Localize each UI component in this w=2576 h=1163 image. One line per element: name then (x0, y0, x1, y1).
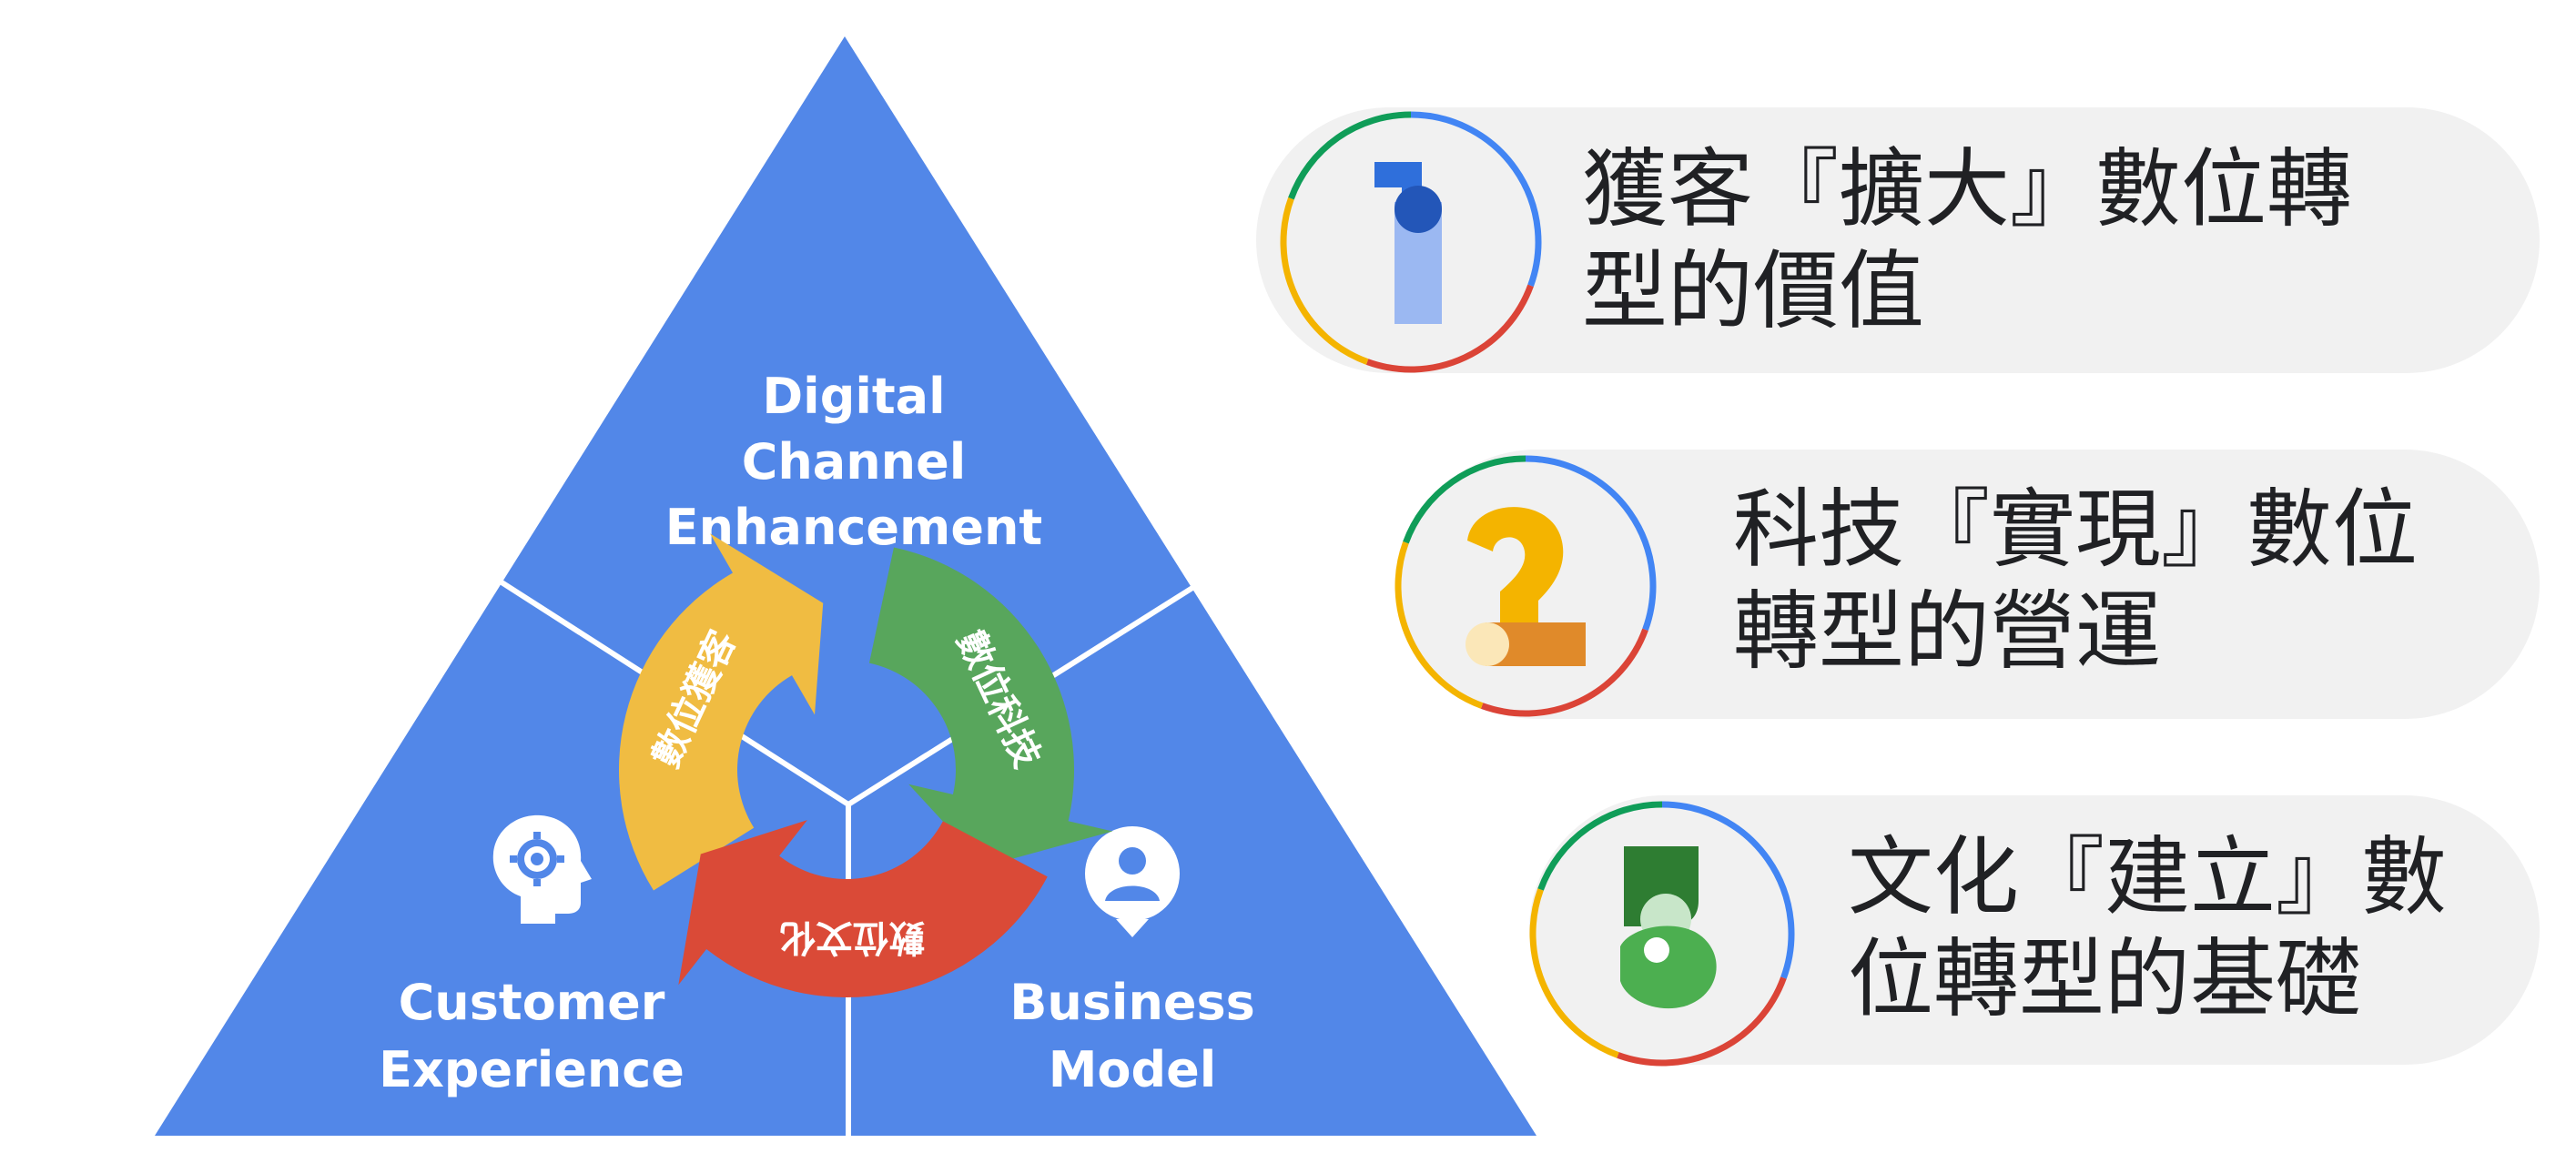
arrow-digital-technology (868, 547, 1113, 867)
pillar-3-background (1529, 795, 2540, 1065)
digital-channel-label: Digital Channel Enhancement (665, 368, 1042, 556)
cycle-arrows: 數位獲客數位科技數位文化 (619, 533, 1113, 997)
ring-segment (1617, 976, 1787, 1067)
top-label-line-2: Channel (742, 433, 967, 490)
right-label-line-2: Model (1049, 1041, 1217, 1098)
ring-segment (1537, 801, 1663, 891)
number-two-icon (1465, 507, 1586, 666)
left-label-line-2: Experience (379, 1041, 685, 1098)
ring-segment (1280, 197, 1369, 365)
top-label-line-1: Digital (762, 368, 945, 425)
pillar-3: 文化『建立』數 位轉型的基礎 (1529, 795, 2540, 1067)
ring-segment (1410, 111, 1542, 288)
pillar-2-line-1: 科技『實現』數位 (1733, 480, 2418, 580)
number-three-icon (1620, 846, 1717, 1009)
ring-segment (1525, 455, 1657, 632)
ring-segment (1403, 455, 1526, 544)
pillar-1-line-2: 型的價值 (1582, 242, 1924, 341)
pillar-2: 科技『實現』數位 轉型的營運 (1394, 450, 2540, 719)
user-pin-icon (1085, 826, 1180, 937)
arrow-label-culture: 數位文化 (779, 916, 925, 958)
pillar-1-background (1256, 107, 2540, 373)
ring-segment (1529, 888, 1619, 1058)
pillar-2-background (1402, 450, 2540, 719)
number-one-icon (1374, 162, 1442, 324)
arrow-digital-acquisition (619, 533, 824, 891)
pillar-1-line-1: 獲客『擴大』數位轉 (1582, 140, 2352, 239)
pillar-3-line-2: 位轉型的基礎 (1848, 930, 2361, 1029)
pillar-3-line-1: 文化『建立』數 (1848, 828, 2447, 927)
pillar-2-line-2: 轉型的營運 (1733, 582, 2161, 682)
left-label-line-1: Customer (399, 974, 665, 1031)
ring-segment (1288, 111, 1412, 200)
customer-experience-section: Customer Experience (379, 814, 685, 1098)
ring-segment (1365, 284, 1534, 373)
ring-segment (1661, 801, 1795, 979)
right-label-line-1: Business (1009, 974, 1255, 1031)
pillar-1: 獲客『擴大』數位轉 型的價值 (1256, 107, 2540, 373)
ring-segment (1394, 541, 1484, 709)
pillar-list: 獲客『擴大』數位轉 型的價值 科技『實現』數位 轉型的營運 (1256, 107, 2540, 1067)
business-model-section: Business Model (1009, 826, 1255, 1098)
arrow-digital-culture (678, 820, 1048, 997)
ring-segment (1480, 628, 1648, 717)
head-gear-icon (492, 814, 592, 924)
